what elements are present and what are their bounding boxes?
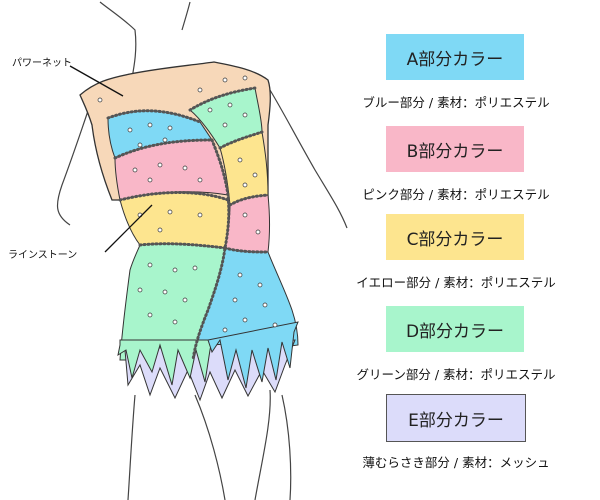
rhinestones (97, 75, 278, 333)
legend-description: 薄むらさき部分 / 素材：メッシュ (362, 455, 550, 470)
legend-swatch: C部分カラー (386, 214, 524, 260)
legend-description: グリーン部分 / 素材：ポリエステル (356, 367, 556, 382)
rhinestone-seams (106, 86, 270, 362)
legend-description: ブルー部分 / 素材：ポリエステル (362, 95, 550, 110)
legend-swatch: A部分カラー (386, 34, 524, 80)
callout-lines (69, 65, 153, 253)
legend-swatch: D部分カラー (386, 306, 524, 352)
legend-description: ピンク部分 / 素材：ポリエステル (362, 187, 550, 202)
callout-rhinestone: ラインストーン (8, 250, 78, 261)
legend-swatch: E部分カラー (386, 394, 526, 442)
legend-swatch: B部分カラー (386, 126, 524, 172)
part-a-petals (207, 321, 299, 389)
callout-power-net: パワーネット (12, 58, 72, 69)
legend-description: イエロー部分 / 素材：ポリエステル (356, 275, 556, 290)
